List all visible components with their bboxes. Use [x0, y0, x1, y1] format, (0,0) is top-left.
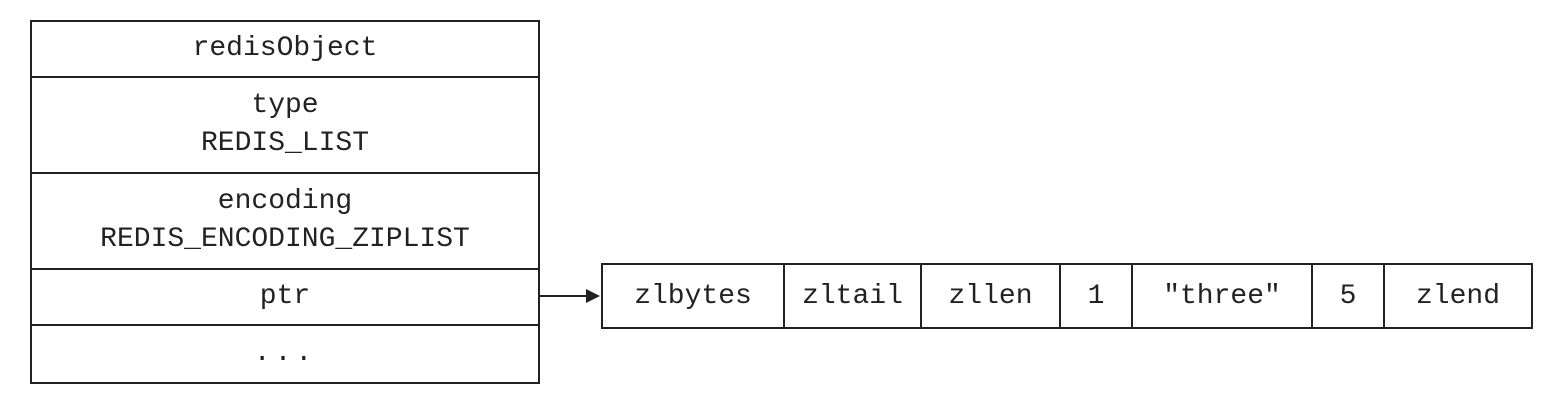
type-value: REDIS_LIST	[200, 128, 370, 159]
ptr-label: ptr	[259, 281, 311, 312]
redis-object-struct: redisObject type REDIS_LIST encoding RED…	[30, 20, 540, 384]
redis-object-title: redisObject	[192, 33, 378, 64]
ziplist-cell-zlbytes: zlbytes	[603, 265, 785, 327]
ptr-arrow-icon	[540, 289, 600, 303]
type-label: type	[251, 90, 319, 121]
ziplist-cell-zllen: zllen	[922, 265, 1061, 327]
type-field-row: type REDIS_LIST	[32, 78, 538, 174]
ziplist-cell-label: "three"	[1163, 280, 1281, 312]
ziplist-cell-zlend: zlend	[1385, 265, 1531, 327]
ziplist-strip: zlbytes zltail zllen 1 "three" 5 zlend	[601, 263, 1533, 329]
ziplist-cell-entry-1: 1	[1061, 265, 1133, 327]
ziplist-cell-zltail: zltail	[785, 265, 922, 327]
redis-object-title-row: redisObject	[32, 22, 538, 78]
ziplist-cell-label: zlend	[1415, 280, 1500, 312]
ziplist-cell-label: 1	[1087, 280, 1105, 312]
ziplist-cell-label: zltail	[802, 280, 903, 312]
encoding-label: encoding	[217, 186, 353, 217]
ziplist-cell-label: 5	[1339, 280, 1357, 312]
more-fields-ellipsis: ...	[253, 338, 317, 369]
ziplist-cell-entry-three: "three"	[1133, 265, 1313, 327]
encoding-value: REDIS_ENCODING_ZIPLIST	[100, 224, 470, 255]
ziplist-cell-label: zlbytes	[634, 280, 752, 312]
encoding-field-row: encoding REDIS_ENCODING_ZIPLIST	[32, 174, 538, 270]
more-fields-row: ...	[32, 326, 538, 382]
ptr-field-row: ptr	[32, 270, 538, 326]
ziplist-cell-label: zllen	[948, 280, 1033, 312]
ziplist-cell-entry-5: 5	[1313, 265, 1385, 327]
